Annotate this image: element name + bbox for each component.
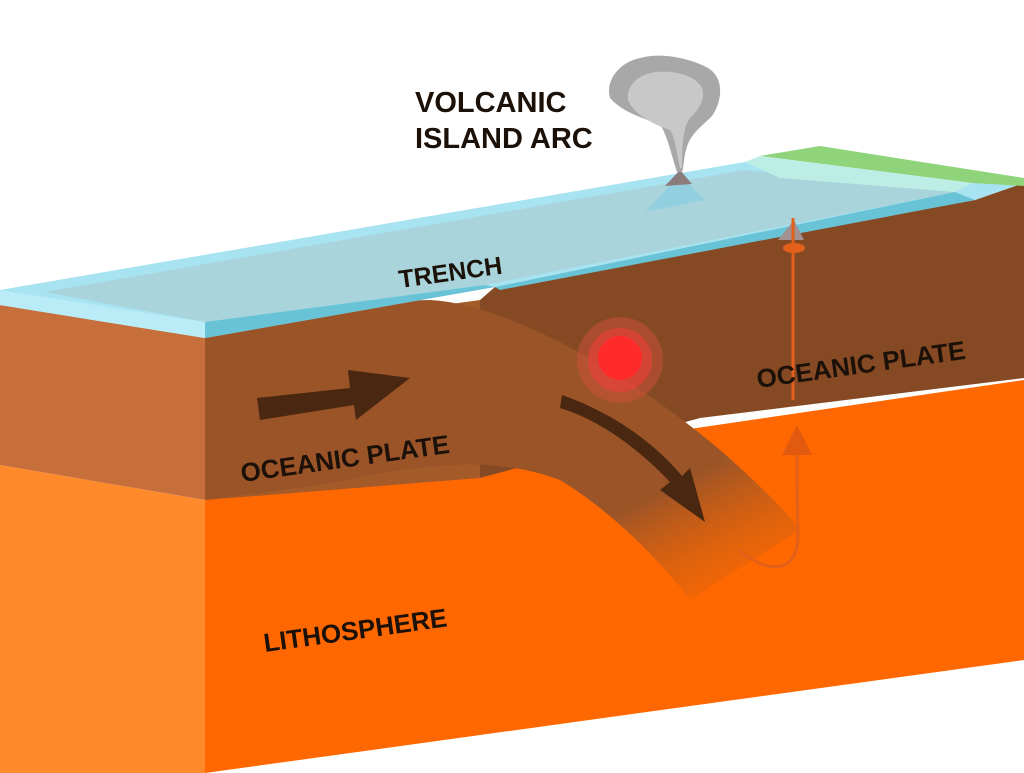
land-strip <box>760 146 1024 186</box>
subduction-motion-arrow <box>560 395 705 522</box>
rising-magma-arrow <box>737 425 813 569</box>
volcano-cone <box>665 170 692 186</box>
label-volcanic-arc-line1: VOLCANIC <box>415 87 567 119</box>
horizontal-motion-arrow <box>257 370 410 420</box>
label-volcanic-arc-line2: ISLAND ARC <box>415 123 593 155</box>
small-volcano-cone <box>778 220 804 240</box>
ocean-water-body <box>45 170 955 322</box>
melt-core <box>598 336 642 380</box>
shallow-shelf <box>745 156 972 192</box>
ocean-right-edge <box>495 192 975 290</box>
melt-zone <box>577 317 663 403</box>
crust-front-face <box>0 305 205 500</box>
ocean-front-edge <box>205 285 495 338</box>
plate-motion-arrows <box>257 370 705 522</box>
ocean <box>0 162 1024 338</box>
ash-cloud-highlight <box>627 71 704 168</box>
ocean-front-lip <box>0 290 205 338</box>
magma-conduit <box>737 218 813 569</box>
magma-chamber <box>783 243 805 253</box>
underwater-volcano-base <box>645 175 705 212</box>
volcano <box>609 55 721 212</box>
lithosphere-front-face <box>0 465 205 773</box>
